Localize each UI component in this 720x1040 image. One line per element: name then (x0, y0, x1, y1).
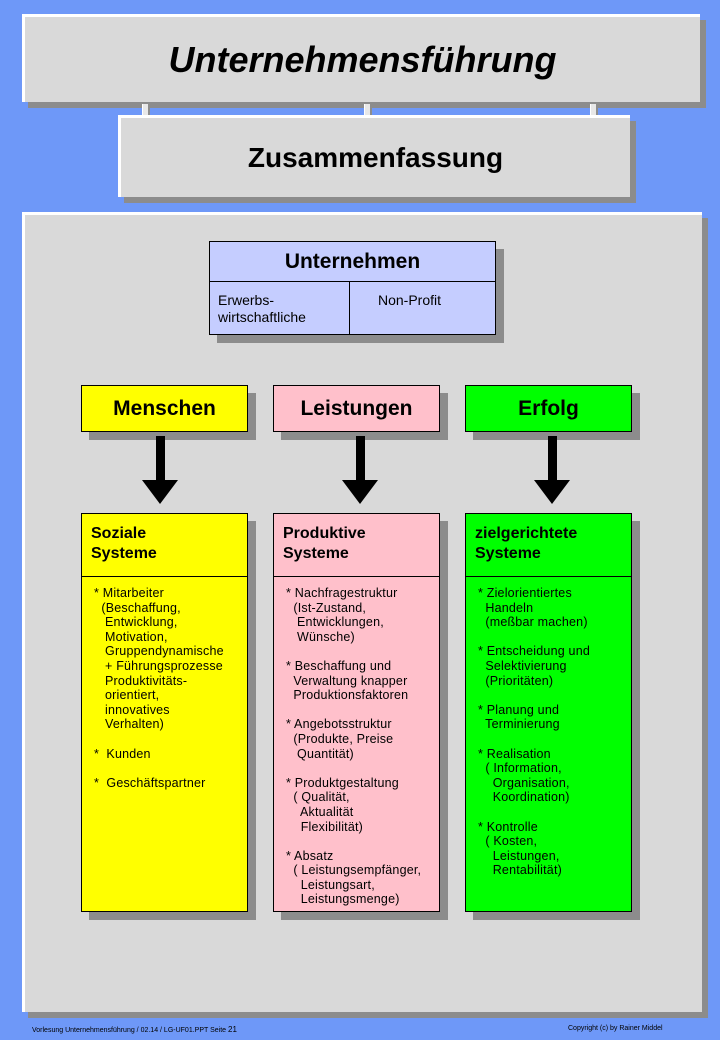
subtitle-panel: Zusammenfassung (118, 115, 630, 197)
column-produktive-systeme: Produktive Systeme * Nachfragestruktur (… (273, 513, 440, 912)
arrow-down-icon (342, 436, 378, 504)
column-soziale-systeme: Soziale Systeme * Mitarbeiter (Beschaffu… (81, 513, 248, 912)
footer-left: Vorlesung Unternehmensführung / 02.14 / … (32, 1025, 237, 1034)
arrow-down-icon (142, 436, 178, 504)
column-body: * Zielorientiertes Handeln (meßbar mache… (478, 586, 591, 878)
connector-middle (364, 104, 372, 118)
unternehmen-type-erwerbs: Erwerbs- wirtschaftliche (210, 282, 350, 335)
page-subtitle: Zusammenfassung (247, 141, 504, 173)
title-panel: Unternehmensführung (22, 14, 700, 102)
column-body: * Mitarbeiter (Beschaffung, Entwicklung,… (94, 586, 224, 790)
unternehmen-types: Erwerbs- wirtschaftliche Non-Profit (210, 282, 495, 335)
arrow-down-icon (534, 436, 570, 504)
footer-course-info: Vorlesung Unternehmensführung / 02.14 / … (32, 1027, 227, 1034)
unternehmen-box: Unternehmen Erwerbs- wirtschaftliche Non… (209, 241, 496, 335)
page-title: Unternehmensführung (168, 38, 557, 80)
unternehmen-type-nonprofit: Non-Profit (378, 292, 442, 308)
unternehmen-heading: Unternehmen (210, 242, 495, 282)
column-zielgerichtete-systeme: zielgerichtete Systeme * Zielorientierte… (465, 513, 632, 912)
column-heading: Produktive Systeme (274, 514, 439, 577)
category-erfolg: Erfolg (465, 385, 632, 432)
connector-right (590, 104, 598, 118)
column-heading: Soziale Systeme (82, 514, 247, 577)
category-menschen: Menschen (81, 385, 248, 432)
column-heading: zielgerichtete Systeme (466, 514, 631, 577)
column-body: * Nachfragestruktur (Ist-Zustand, Entwic… (286, 586, 422, 907)
footer-copyright: Copyright (c) by Rainer Middel (568, 1025, 663, 1032)
connector-left (142, 104, 150, 118)
category-leistungen: Leistungen (273, 385, 440, 432)
footer-page-number: 21 (228, 1025, 237, 1034)
